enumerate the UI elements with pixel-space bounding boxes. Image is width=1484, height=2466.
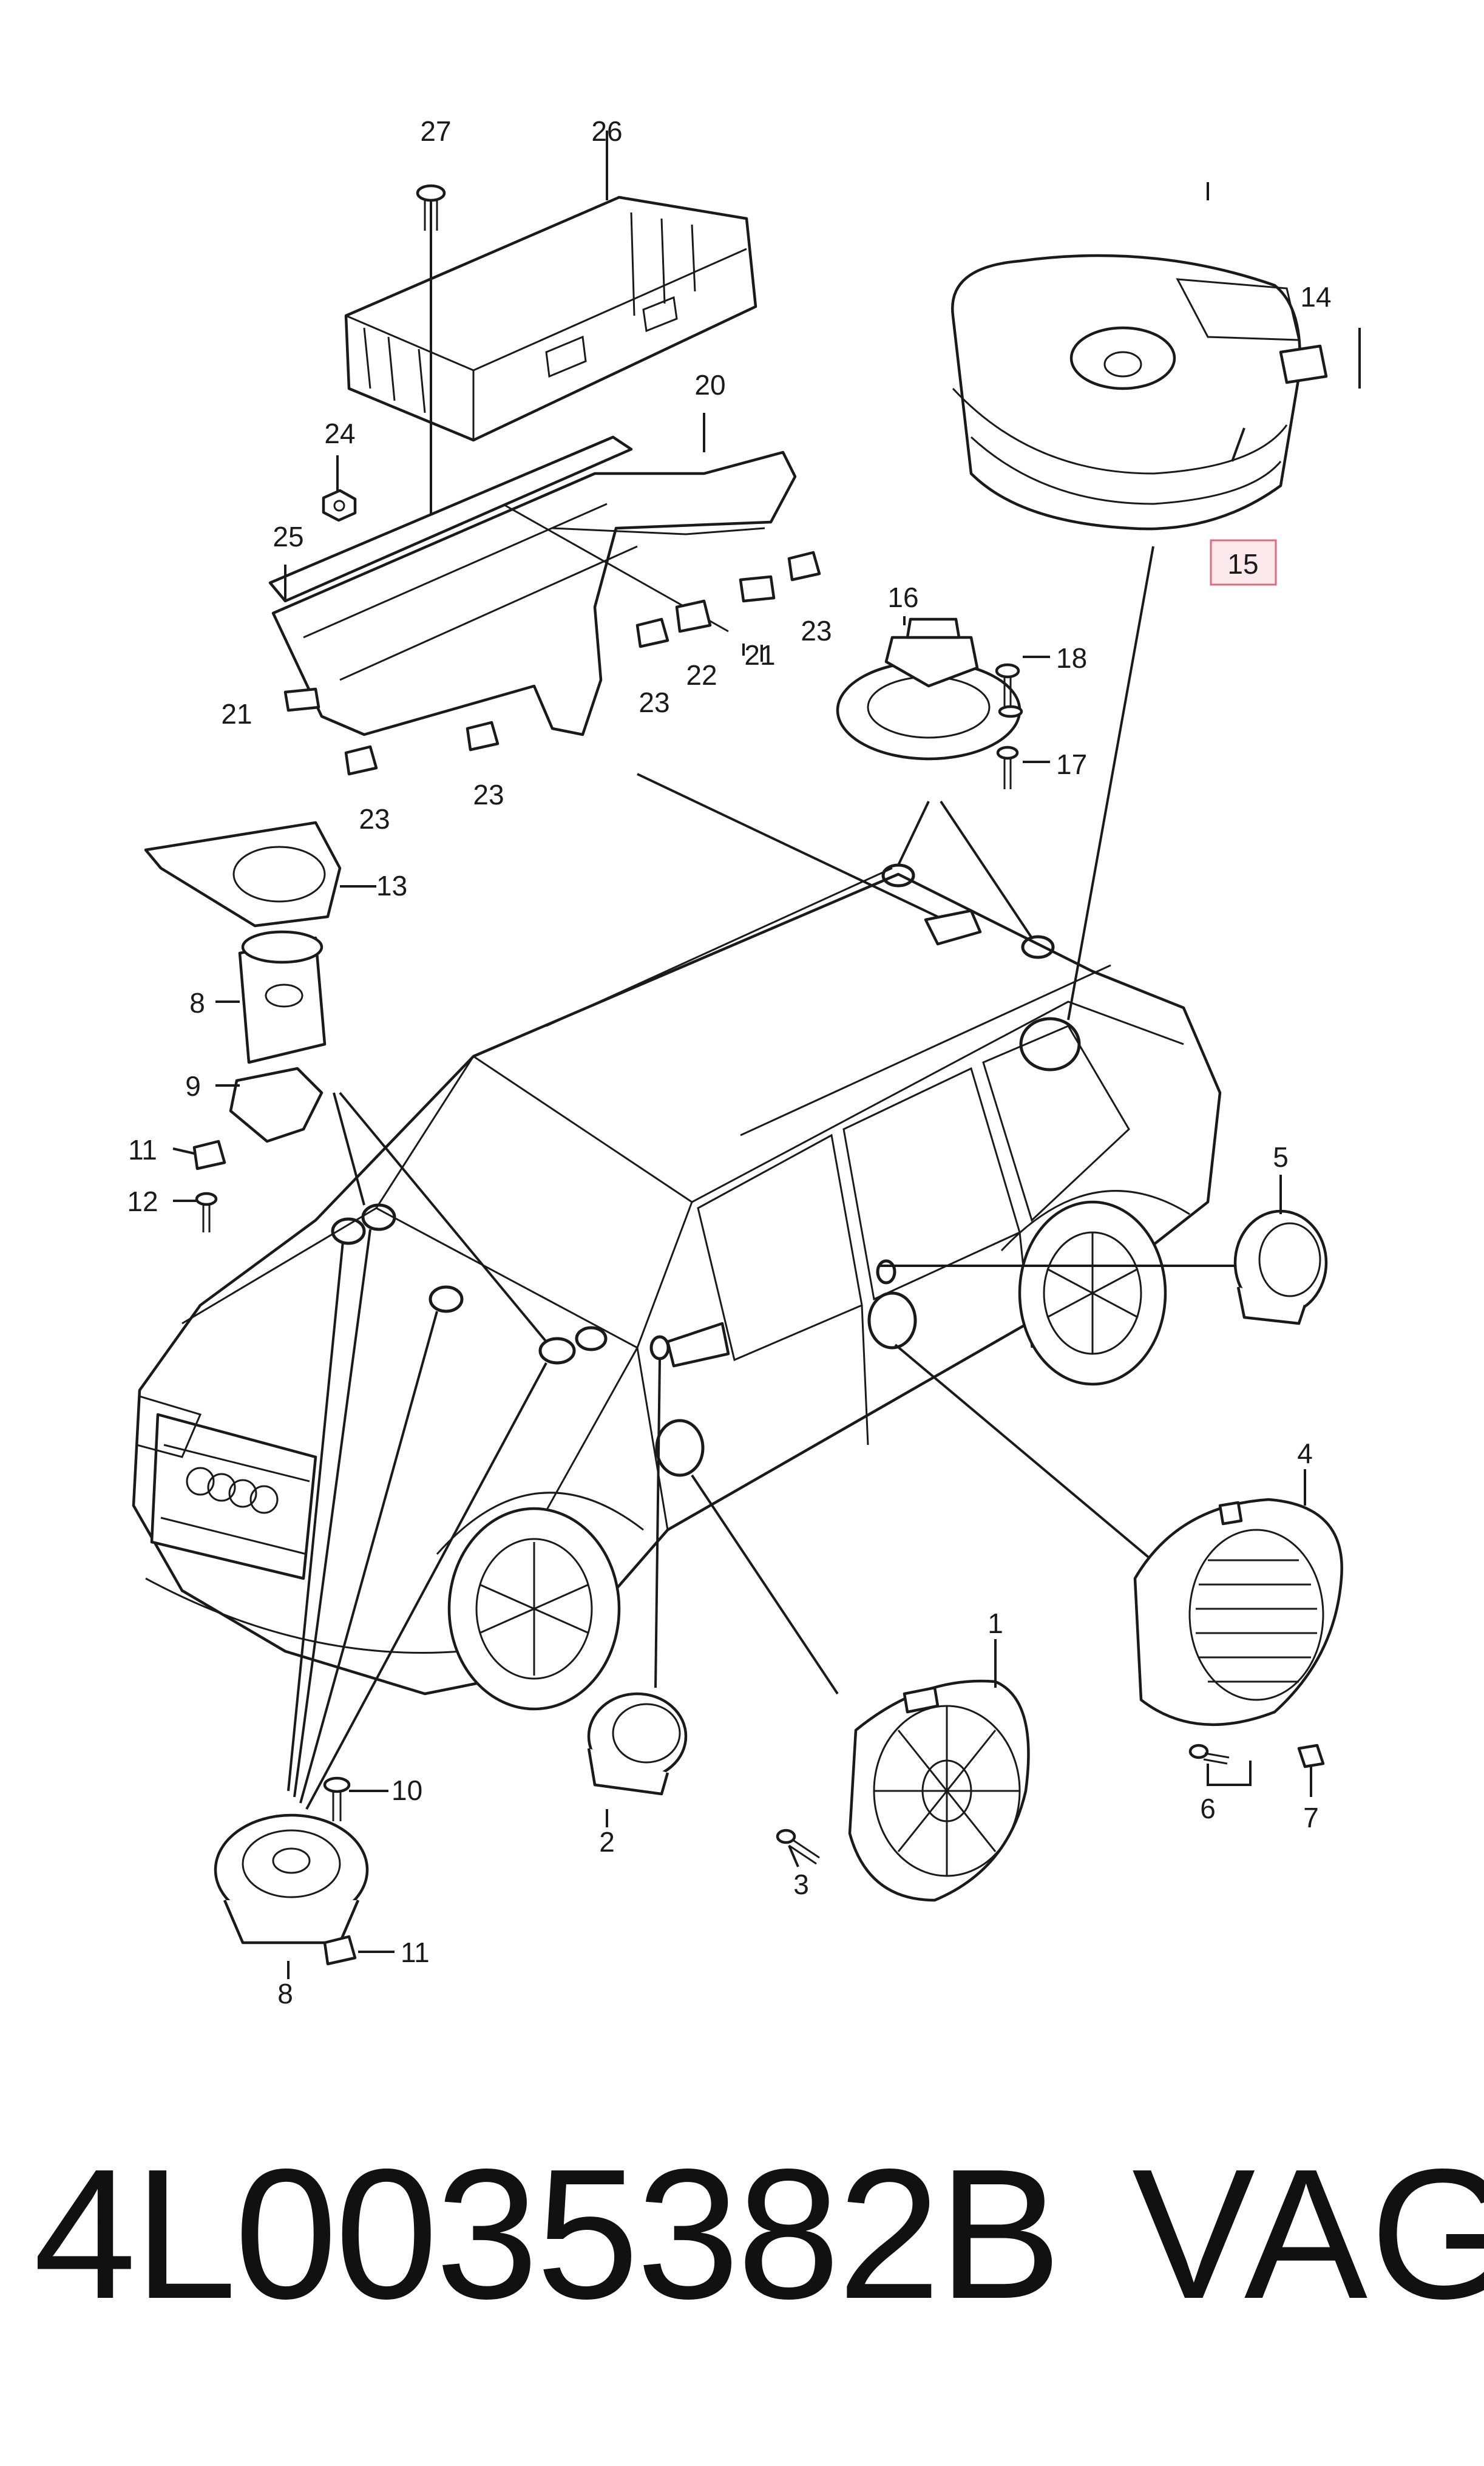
callout-2: 2: [599, 1826, 615, 1858]
location-rings: [331, 863, 1081, 1477]
callout-8a: 8: [189, 987, 205, 1019]
callout-25: 25: [273, 521, 303, 552]
callout-17: 17: [1056, 749, 1087, 780]
callout-26: 26: [591, 115, 622, 147]
callout-12: 12: [127, 1186, 158, 1217]
center-speaker-group: [144, 821, 342, 1232]
car-outline: [132, 867, 1222, 1711]
callout-11b: 11: [401, 1937, 430, 1968]
front-wheel: [447, 1507, 621, 1711]
brand-label: VAG: [1132, 2130, 1484, 2337]
callout-23c: 23: [359, 803, 390, 835]
rear-door-speaker-4: [1133, 1498, 1343, 1768]
callout-1: 1: [988, 1608, 1003, 1639]
callout-labels: 27 26 14 20 24 25 15 16 18 23 21 22 23 2…: [127, 115, 1331, 2009]
callout-15: 15: [1227, 548, 1258, 580]
callout-11a: 11: [128, 1134, 157, 1166]
callout-10: 10: [391, 1775, 422, 1806]
callout-27: 27: [420, 115, 451, 147]
rear-wheel: [1018, 1200, 1167, 1386]
callout-4: 4: [1297, 1438, 1313, 1469]
callout-16: 16: [887, 582, 918, 613]
callout-23b: 23: [639, 687, 669, 718]
amplifier: [344, 184, 757, 522]
callout-23a: 23: [801, 615, 832, 647]
mounting-plate: [268, 435, 821, 776]
callout-8b: 8: [277, 1978, 293, 2009]
callout-18: 18: [1056, 642, 1087, 674]
callout-21b: 21: [221, 698, 252, 730]
highlight-box-15: [1210, 539, 1277, 586]
callout-3: 3: [793, 1869, 809, 1900]
subwoofer: [950, 254, 1328, 531]
front-door-speaker-1: [776, 1679, 1030, 1902]
side-tweeter-5: [1233, 1209, 1328, 1325]
part-number: 4L0035382B: [33, 2130, 1062, 2337]
callout-9: 9: [185, 1070, 201, 1102]
tweeter-16: [836, 617, 1023, 789]
door-tweeter-2: [587, 1692, 688, 1796]
callout-22: 22: [686, 659, 717, 691]
callout-leaders: [172, 131, 1361, 1979]
callout-23d: 23: [473, 779, 504, 810]
callout-6: 6: [1200, 1793, 1216, 1824]
dash-speaker-8: [214, 1776, 369, 1966]
callout-21a: 21: [744, 639, 775, 671]
leader-lines: [287, 546, 1238, 1810]
callout-24: 24: [324, 418, 355, 449]
footer: 4L0035382B VAG: [0, 2130, 1484, 2337]
callout-13: 13: [376, 870, 407, 902]
callout-7: 7: [1303, 1802, 1319, 1833]
callout-5: 5: [1273, 1141, 1289, 1173]
callout-14: 14: [1300, 281, 1331, 313]
callout-20: 20: [694, 369, 725, 401]
